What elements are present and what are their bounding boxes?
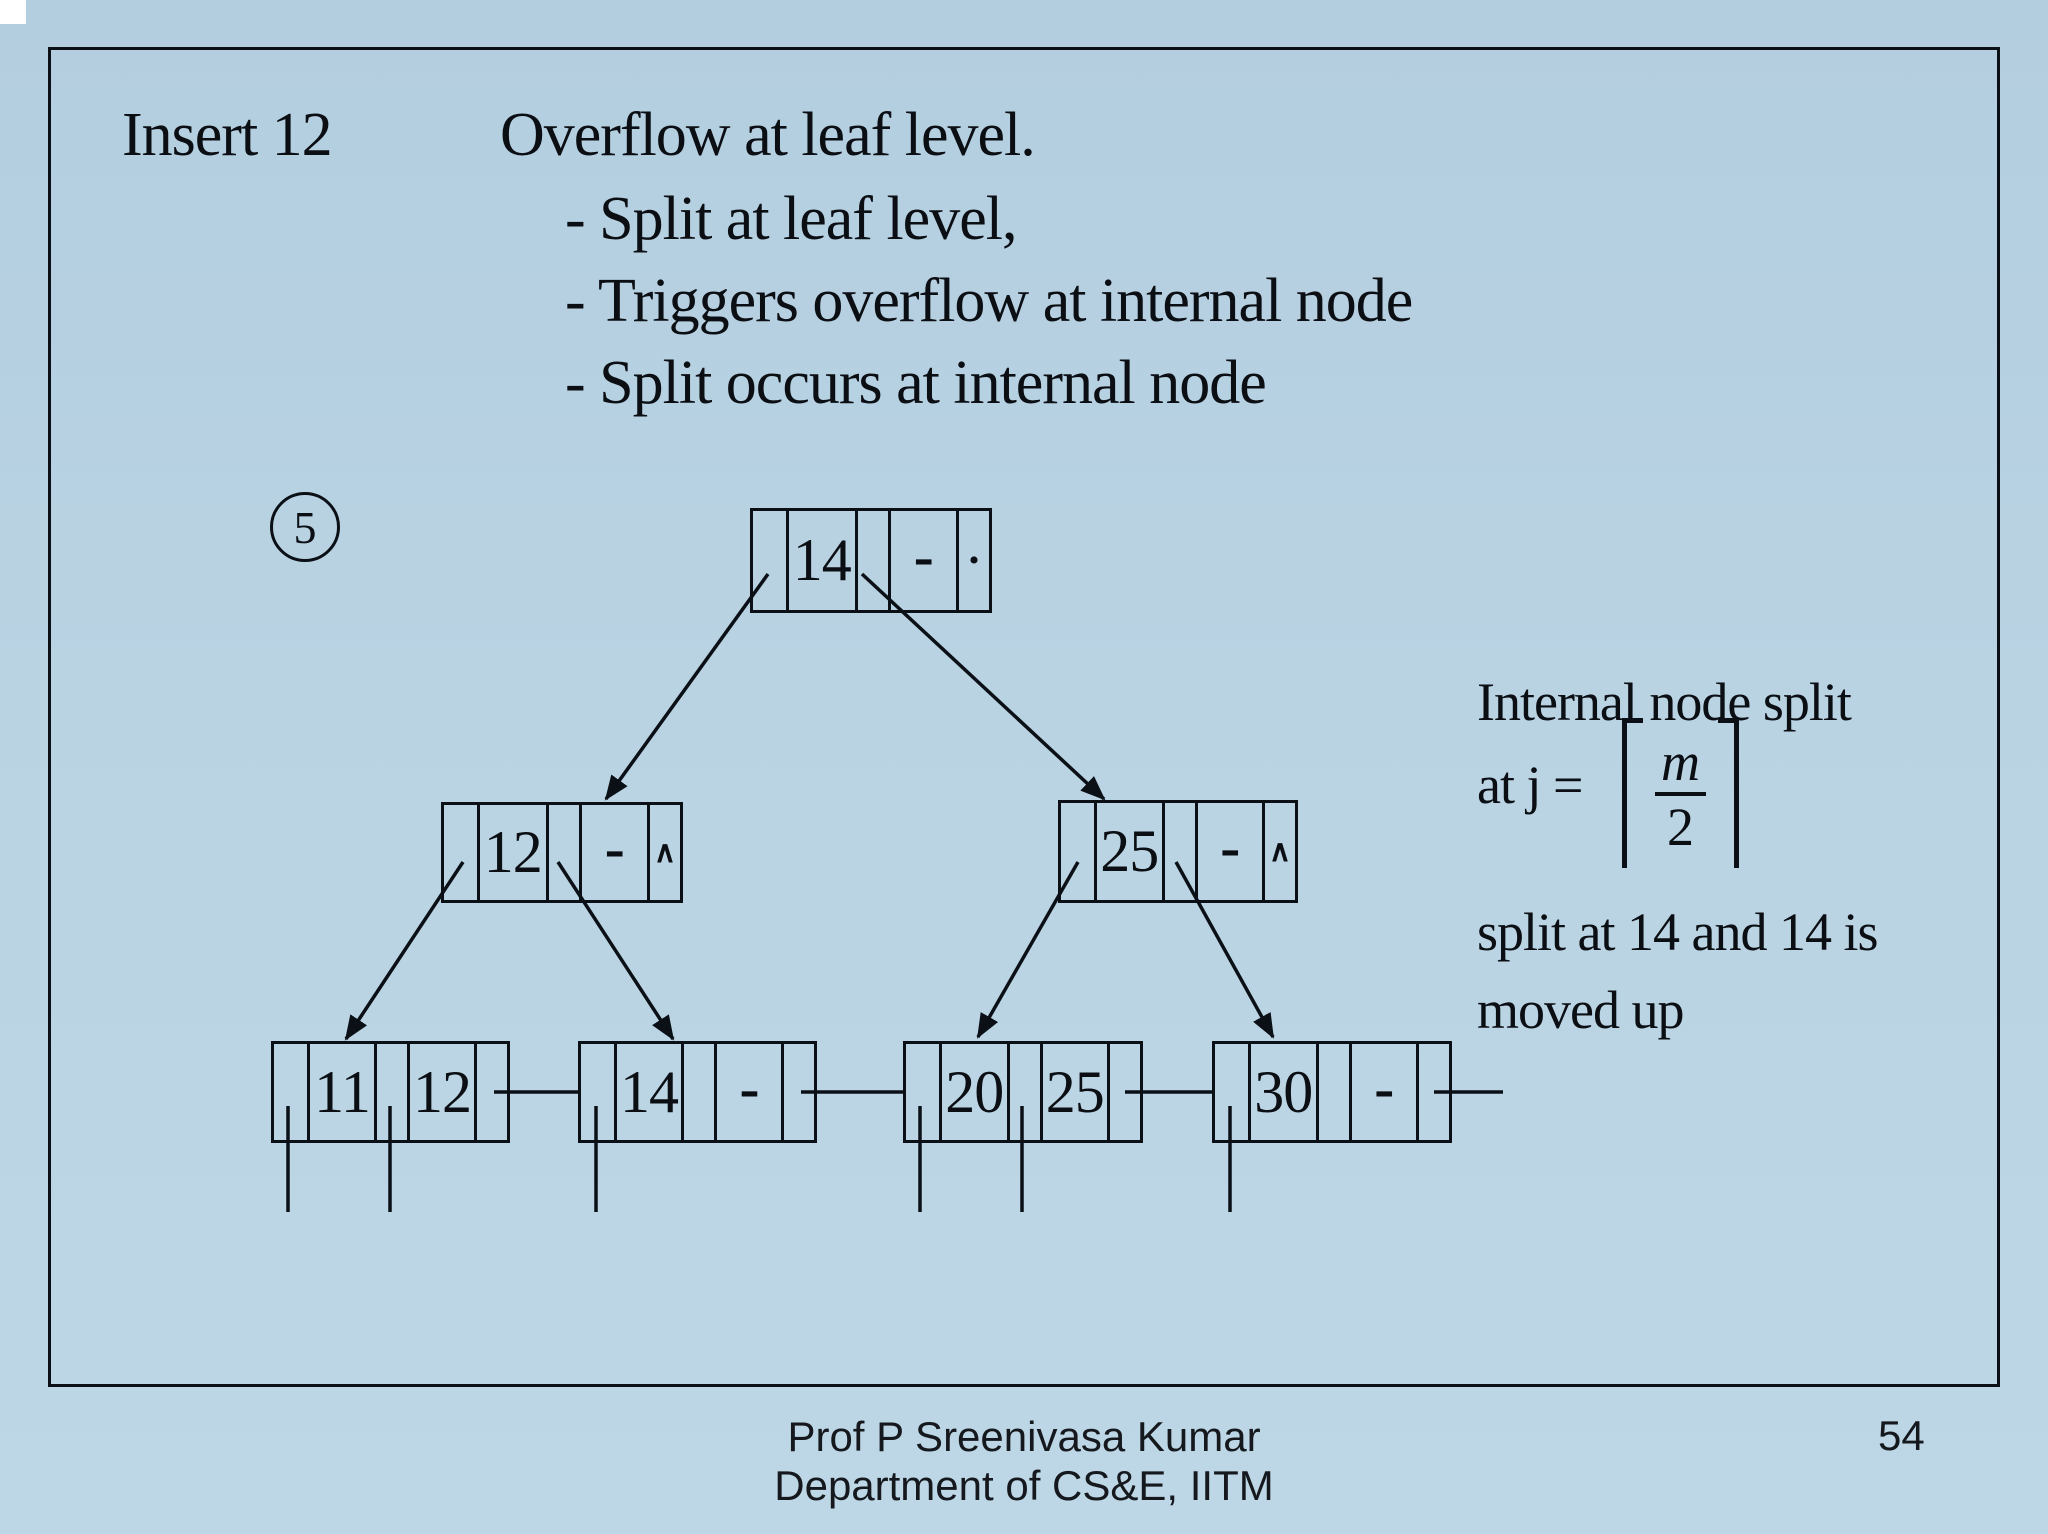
title-line-4: - Split occurs at internal node <box>565 349 1267 417</box>
key-value: 30 <box>1254 1058 1313 1125</box>
node-cell-key: - <box>578 805 648 900</box>
node-cell-pointer: ∧ <box>1262 803 1295 900</box>
node-cell-pointer <box>681 1044 714 1140</box>
node-cell-pointer <box>1416 1044 1449 1140</box>
footer-department: Department of CS&E, IITM <box>774 1462 1274 1509</box>
key-value: 25 <box>1045 1058 1105 1125</box>
insert-label: Insert 12 <box>122 101 333 169</box>
annotation-line-1: Internal node split <box>1477 672 1852 732</box>
ceiling-fraction: m 2 <box>1622 718 1739 868</box>
node-cell-pointer <box>274 1044 307 1140</box>
node-cell-pointer <box>1215 1044 1248 1140</box>
internal-node-left: 12-∧ <box>441 802 683 903</box>
page-number: 54 <box>1878 1412 1925 1459</box>
key-value: 20 <box>945 1058 1004 1125</box>
node-cell-key: 20 <box>939 1044 1007 1140</box>
empty-key-dash: - <box>1220 814 1240 880</box>
annotation-line-3: split at 14 and 14 is <box>1477 902 1878 962</box>
node-cell-key: 14 <box>614 1044 681 1140</box>
node-cell-pointer <box>1107 1044 1140 1140</box>
null-pointer-caret: ∧ <box>1269 835 1291 868</box>
annotation-line-4: moved up <box>1477 980 1684 1040</box>
null-pointer-caret: ∧ <box>654 836 676 869</box>
node-cell-key: 30 <box>1248 1044 1316 1140</box>
node-cell-pointer <box>906 1044 939 1140</box>
node-cell-pointer <box>1061 803 1094 900</box>
node-cell-key: - <box>1348 1044 1417 1140</box>
node-cell-pointer <box>854 511 888 610</box>
title-line-1: Overflow at leaf level. <box>500 101 1036 169</box>
node-cell-pointer: ∧ <box>647 805 680 900</box>
step-number-badge: 5 <box>270 492 340 562</box>
leaf-node-2: 14- <box>578 1041 817 1143</box>
internal-node-right: 25-∧ <box>1058 800 1298 903</box>
node-cell-pointer <box>581 1044 614 1140</box>
node-cell-key: - <box>714 1044 781 1140</box>
corner-chip <box>0 0 26 24</box>
fraction-bar <box>1655 792 1706 796</box>
empty-key-dash: - <box>913 523 934 589</box>
node-cell-key: 11 <box>307 1044 374 1140</box>
node-cell-pointer <box>1161 803 1195 900</box>
annotation-line-2-prefix: at j = <box>1477 755 1583 815</box>
ceiling-bracket-left <box>1622 718 1643 868</box>
key-value: 14 <box>792 527 852 593</box>
node-cell-key: - <box>887 511 957 610</box>
node-cell-key: - <box>1194 803 1263 900</box>
title-line-2: - Split at leaf level, <box>565 185 1017 253</box>
root-node: 14-• <box>750 508 992 613</box>
node-cell-pointer <box>753 511 786 610</box>
fraction-numerator: m <box>1661 732 1700 792</box>
node-cell-key: 25 <box>1039 1044 1108 1140</box>
node-cell-key: 12 <box>407 1044 474 1140</box>
key-value: 12 <box>413 1058 472 1125</box>
node-cell-pointer <box>374 1044 407 1140</box>
step-number: 5 <box>293 501 317 553</box>
key-value: 25 <box>1100 818 1159 884</box>
node-cell-pointer <box>545 805 579 900</box>
key-value: 14 <box>620 1058 679 1125</box>
leaf-node-4: 30- <box>1212 1041 1452 1143</box>
title-line-3: - Triggers overflow at internal node <box>565 267 1413 335</box>
node-cell-pointer <box>474 1044 507 1140</box>
empty-key-dash: - <box>1374 1054 1394 1121</box>
node-cell-pointer: • <box>956 511 989 610</box>
leaf-node-1: 11 12 <box>271 1041 510 1143</box>
ceiling-bracket-right <box>1718 718 1739 868</box>
fraction-denominator: 2 <box>1667 797 1694 857</box>
empty-key-dash: - <box>739 1054 760 1121</box>
node-cell-key: 25 <box>1094 803 1162 900</box>
footer-author: Prof P Sreenivasa Kumar <box>787 1413 1261 1460</box>
node-cell-key: 12 <box>477 805 546 900</box>
key-value: 12 <box>483 819 543 885</box>
node-cell-pointer <box>781 1044 814 1140</box>
empty-key-dash: - <box>604 815 625 881</box>
slide-frame <box>48 47 2000 1387</box>
node-cell-key: 14 <box>786 511 855 610</box>
node-cell-pointer <box>1006 1044 1040 1140</box>
node-cell-pointer <box>1315 1044 1349 1140</box>
node-cell-pointer <box>444 805 477 900</box>
fraction-m-over-2: m 2 <box>1643 718 1718 868</box>
key-value: 11 <box>314 1058 371 1125</box>
